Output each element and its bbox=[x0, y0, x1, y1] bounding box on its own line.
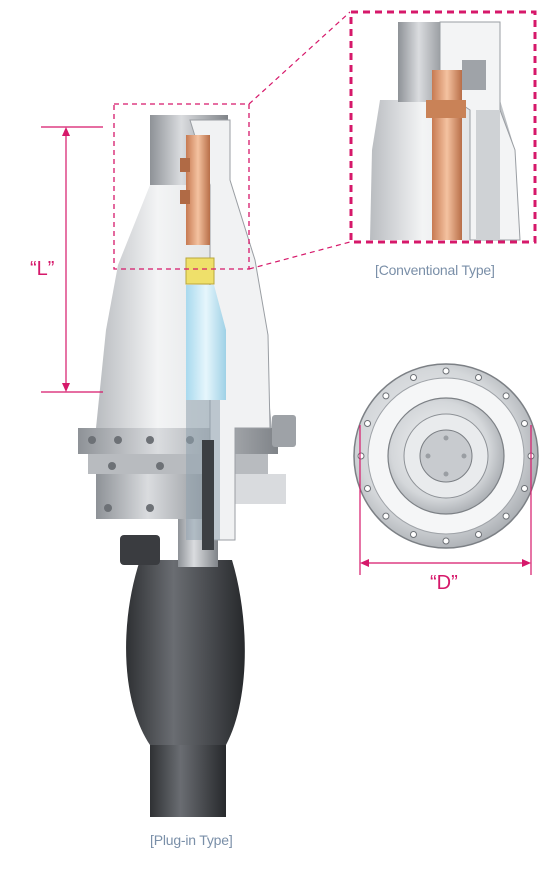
diameter-dimension bbox=[359, 425, 532, 575]
flange-bolt-hole bbox=[442, 367, 450, 375]
flange-bolt-hole bbox=[475, 374, 482, 381]
length-dimension bbox=[41, 126, 103, 393]
flange-bolt-hole bbox=[521, 485, 528, 492]
flange-bolt-hole bbox=[382, 512, 390, 520]
flange-bolt-hole bbox=[410, 374, 417, 381]
flange-bolt-hole bbox=[502, 512, 510, 520]
conventional-detail-frame bbox=[349, 10, 537, 244]
flange-bolt-hole bbox=[357, 452, 365, 460]
flange-bolt-hole bbox=[364, 420, 371, 427]
flange-bolt-hole bbox=[410, 531, 417, 538]
flange-bolt-hole bbox=[364, 485, 371, 492]
conventional-detail-drawing bbox=[353, 14, 533, 241]
flange-top-view bbox=[353, 363, 539, 549]
conventional-type-caption: [Conventional Type] bbox=[375, 262, 495, 278]
flange-bolt-hole bbox=[382, 392, 390, 400]
plugin-termination-drawing bbox=[78, 115, 296, 817]
flange-bolt-hole bbox=[475, 531, 482, 538]
flange-bolt-hole bbox=[521, 420, 528, 427]
flange-bolt-hole bbox=[442, 537, 450, 545]
diameter-dimension-label: “D” bbox=[430, 572, 458, 594]
plugin-type-caption: [Plug-in Type] bbox=[150, 832, 233, 848]
length-dimension-label: “L” bbox=[30, 258, 55, 280]
flange-bolt-hole bbox=[502, 392, 510, 400]
detail-callout-box bbox=[113, 103, 250, 270]
